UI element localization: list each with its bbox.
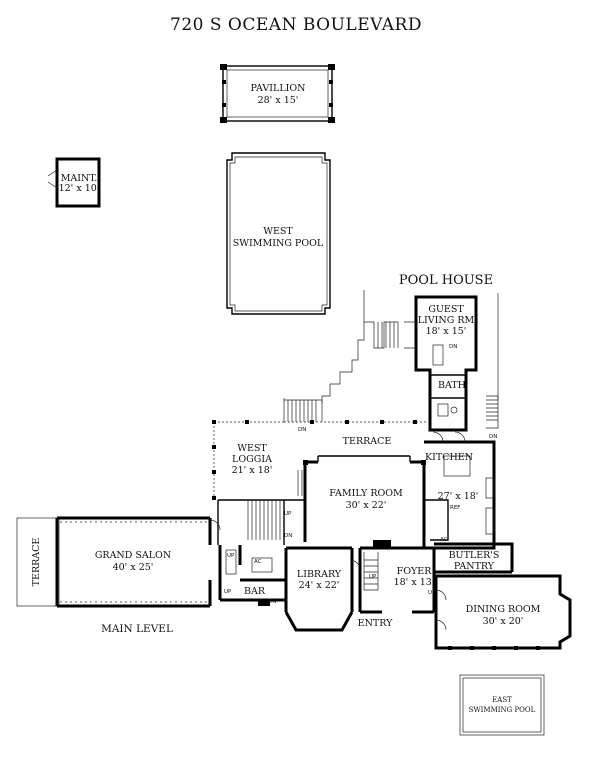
stair-up: UP (284, 511, 292, 517)
library: LIBRARY 24' x 22' (284, 546, 361, 632)
pool-house-label: POOL HOUSE (399, 273, 493, 288)
library-size: 24' x 22' (299, 580, 340, 591)
grand-salon-name: GRAND SALON (95, 550, 171, 561)
east-pool-line2: SWIMMING POOL (469, 706, 536, 714)
foyer-name: FOYER (397, 566, 433, 577)
grand-salon-size: 40' x 25' (113, 562, 154, 573)
bar-dn: DN (268, 599, 276, 605)
level-label: MAIN LEVEL (101, 623, 173, 635)
pavillion-name: PAVILLION (251, 83, 306, 94)
butlers-pantry-line2: PANTRY (454, 561, 495, 572)
pavillion: PAVILLION 28' x 15' (220, 64, 335, 123)
terrace-left: TERRACE (16, 517, 60, 607)
family-room-name: FAMILY ROOM (329, 488, 403, 499)
pool-house-dn: DN (449, 344, 457, 350)
family-room-size: 30' x 22' (346, 500, 387, 511)
west-loggia-size: 21' x 18' (232, 465, 273, 476)
bar-ac: AC (254, 559, 262, 565)
kitchen-name: KITCHEN (425, 452, 473, 463)
stair-dn: DN (284, 533, 292, 539)
foyer-up: UP (369, 574, 377, 580)
east-pool-line1: EAST (492, 696, 512, 704)
plan-title: 720 S OCEAN BOULEVARD (170, 15, 422, 35)
bar-up2: UP (224, 589, 232, 595)
dining-room-name: DINING ROOM (466, 604, 541, 615)
foyer-up2: UP (428, 590, 436, 596)
dining-room-size: 30' x 20' (483, 616, 524, 627)
bar-area: BAR UP UP AC DN (218, 545, 286, 606)
west-pool-line2: SWIMMING POOL (233, 238, 324, 249)
kitchen-ac: AC (440, 537, 448, 543)
pool-house: GUEST LIVING RM 18' x 15' BATH DN (414, 295, 478, 432)
west-loggia-line1: WEST (237, 443, 267, 454)
entry-name: ENTRY (358, 618, 393, 629)
west-loggia: WEST LOGGIA 21' x 18' (212, 420, 284, 500)
maint-size: 12' x 10' (59, 183, 100, 194)
guest-living-line1: GUEST (428, 304, 464, 315)
pavillion-size: 28' x 15' (258, 95, 299, 106)
butlers-pantry-line1: BUTLER'S (449, 550, 500, 561)
east-swimming-pool: EAST SWIMMING POOL (459, 674, 545, 736)
grand-salon: GRAND SALON 40' x 25' (55, 516, 221, 608)
maint-name: MAINT. (61, 173, 98, 184)
kitchen-ref: REF (450, 505, 460, 511)
foyer-size: 18' x 13' (394, 577, 435, 588)
stair-hall: UP DN (217, 499, 305, 545)
guest-living-line2: LIVING RM (418, 315, 475, 326)
terrace-top-dn: DN (298, 427, 306, 433)
family-room: FAMILY ROOM 30' x 22' (297, 455, 426, 548)
bath-name: BATH (438, 380, 466, 391)
maint-room: MAINT. 12' x 10' (47, 157, 101, 208)
bar-up: UP (227, 553, 235, 559)
foyer: FOYER 18' x 13' UP UP (358, 540, 436, 614)
west-swimming-pool: WEST SWIMMING POOL (226, 152, 331, 315)
kitchen-dn: DN (489, 434, 497, 440)
terrace-top: TERRACE DN (283, 398, 426, 447)
terrace-left-name: TERRACE (31, 538, 42, 587)
butlers-pantry: BUTLER'S PANTRY (434, 542, 514, 574)
connector-steps (321, 290, 499, 403)
library-name: LIBRARY (297, 569, 342, 580)
guest-living-size: 18' x 15' (426, 326, 467, 337)
dining-room: DINING ROOM 30' x 20' (434, 574, 572, 650)
terrace-top-name: TERRACE (343, 436, 392, 447)
kitchen: KITCHEN 27' x 18' REF AC DN (424, 431, 497, 550)
west-pool-line1: WEST (263, 226, 293, 237)
west-loggia-line2: LOGGIA (232, 454, 272, 465)
bar-name: BAR (244, 586, 266, 597)
kitchen-size: 27' x 18' (438, 491, 479, 502)
